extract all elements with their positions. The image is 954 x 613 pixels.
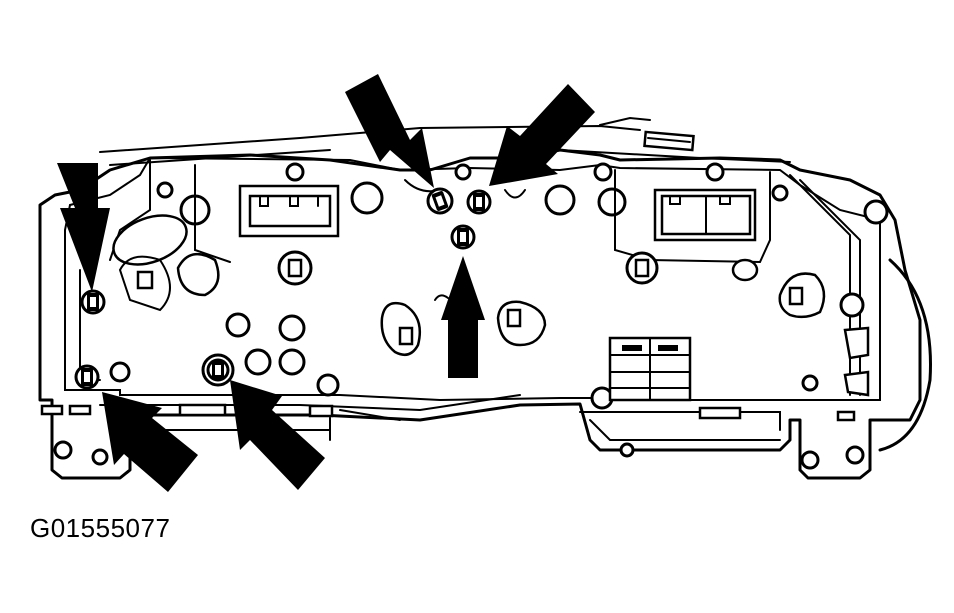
bottom-connector [608, 336, 692, 402]
arrow-top-left [345, 74, 434, 188]
right-gauge-area [590, 162, 889, 458]
bulb-socket-center-left [201, 353, 235, 387]
bulb-socket-top-left [426, 187, 454, 215]
arrow-left-lower [102, 392, 198, 492]
left-gauge-area [109, 159, 340, 397]
bulb-sockets [74, 187, 492, 390]
figure-code: G01555077 [30, 513, 171, 543]
bulb-socket-center [450, 224, 476, 250]
left-connector [238, 162, 384, 286]
arrow-left-upper [57, 163, 110, 292]
bulb-socket-left-upper [80, 289, 106, 315]
bulb-socket-left-lower [74, 364, 100, 390]
arrow-top-right [489, 84, 595, 186]
pointer-arrows [57, 74, 595, 492]
center-gauge-area [380, 163, 627, 357]
arrow-center-up [441, 256, 485, 378]
bulb-socket-top-right [466, 189, 492, 215]
arrow-center-left [230, 380, 325, 490]
